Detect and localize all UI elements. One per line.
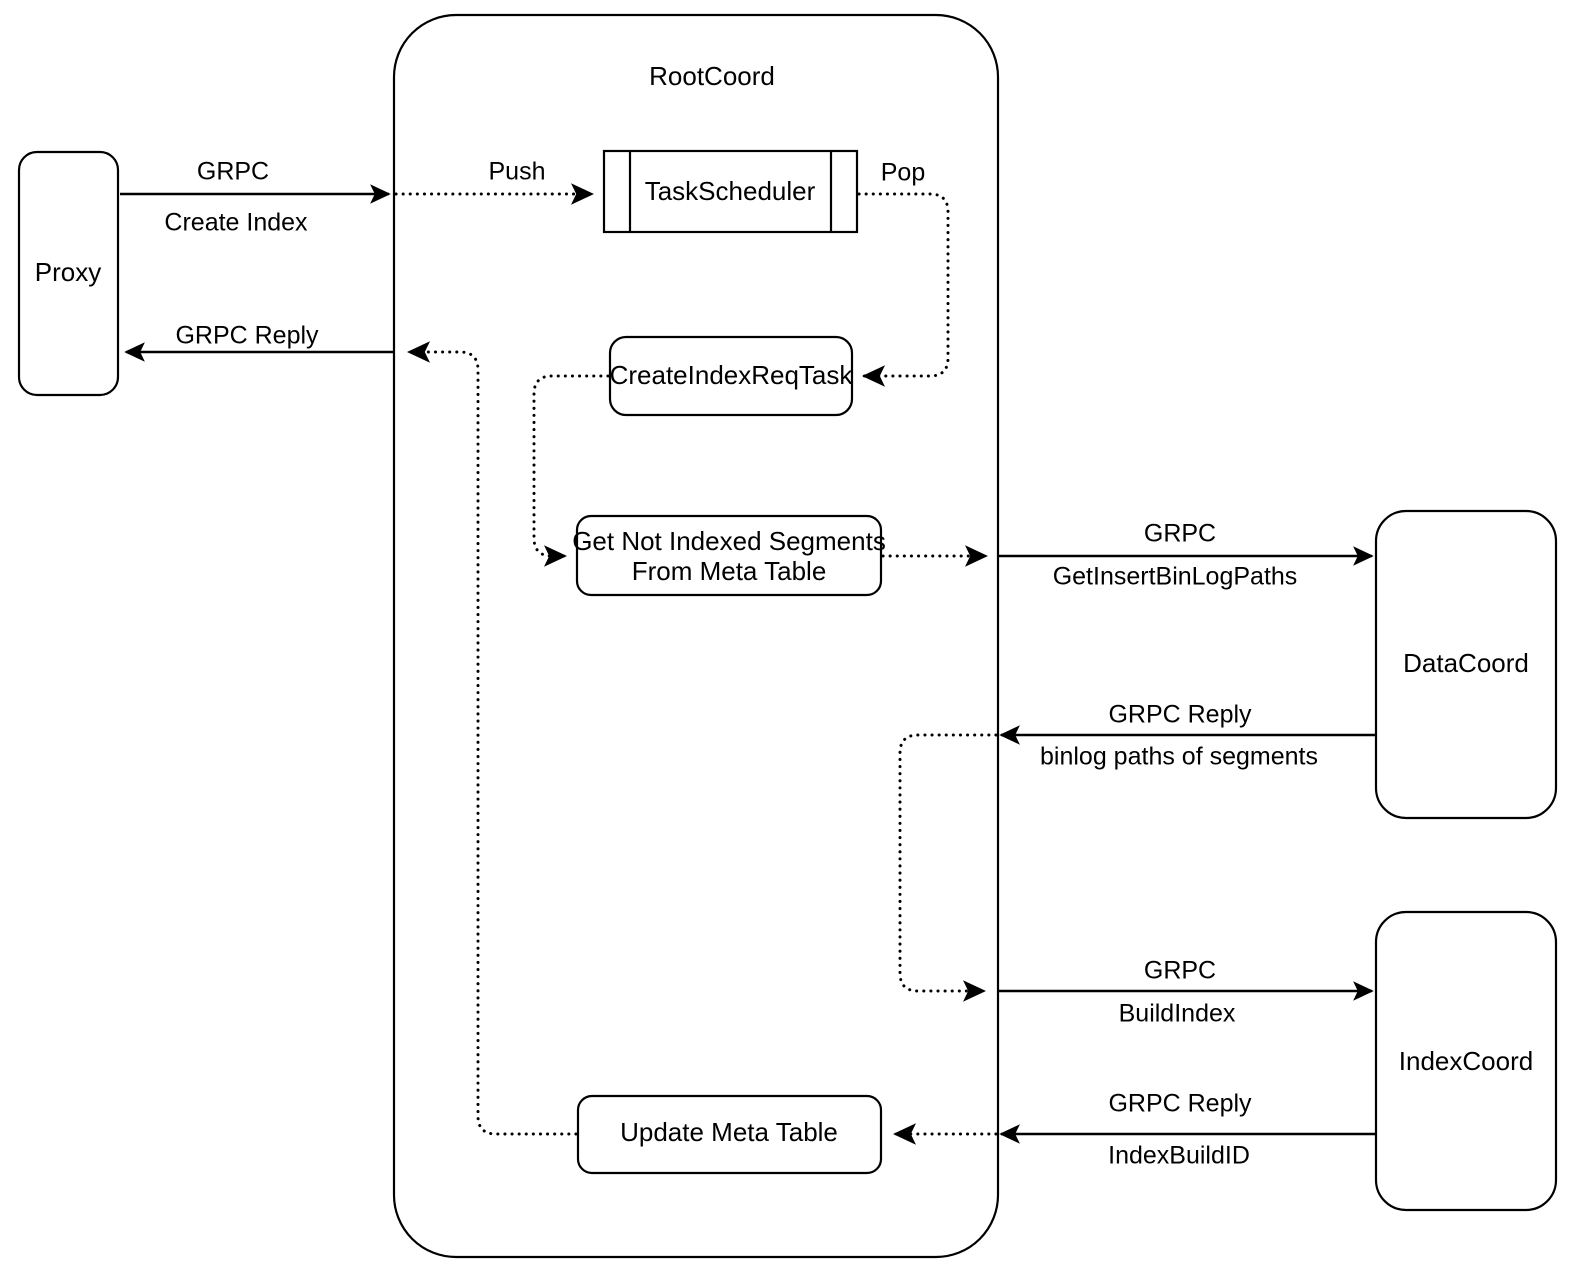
edge-binlog-reply-to-buildindex	[898, 733, 998, 1002]
edge-rootcoord-to-datacoord-label-line2: GetInsertBinLogPaths	[1053, 563, 1298, 591]
node-data-coord-box[interactable]	[1374, 509, 1558, 820]
node-create-index-req-task-label: CreateIndexReqTask	[610, 360, 854, 390]
edge-push-label: Push	[489, 158, 546, 186]
node-update-meta-table-label: Update Meta Table	[620, 1117, 838, 1147]
edge-rootcoord-to-datacoord-label-line1: GRPC	[1144, 520, 1216, 548]
node-get-not-indexed-segments-label-line2: From Meta Table	[632, 556, 827, 586]
node-index-coord-label: IndexCoord	[1399, 1046, 1533, 1076]
node-data-coord-label: DataCoord	[1403, 648, 1529, 678]
edge-indexcoord-to-rootcoord-label-line2: IndexBuildID	[1108, 1142, 1250, 1170]
edge-rootcoord-to-proxy-label: GRPC Reply	[175, 322, 319, 350]
edge-rootcoord-to-indexcoord-label-line2: BuildIndex	[1119, 1000, 1236, 1028]
edge-update-meta-table-to-grpc-reply	[407, 341, 578, 1136]
rootcoord-container-label: RootCoord	[649, 61, 775, 91]
edge-create-index-req-task-to-get-segments	[532, 374, 610, 567]
edge-indexcoord-to-rootcoord-label-line1: GRPC Reply	[1108, 1090, 1252, 1118]
edge-proxy-to-rootcoord-label-line2: Create Index	[164, 209, 308, 237]
edge-datacoord-to-rootcoord-label-line2: binlog paths of segments	[1040, 743, 1318, 771]
node-task-scheduler-label: TaskScheduler	[645, 176, 816, 206]
node-create-index-req-task-box[interactable]	[608, 335, 854, 417]
edge-proxy-to-rootcoord-label-line1: GRPC	[197, 158, 269, 186]
edge-pop-to-create-index-req-task	[857, 192, 950, 387]
edge-rootcoord-to-indexcoord-label-line1: GRPC	[1144, 957, 1216, 985]
edge-pop-label: Pop	[881, 159, 925, 187]
node-get-not-indexed-segments-label-line1: Get Not Indexed Segments	[572, 526, 886, 556]
node-update-meta-table-box[interactable]	[576, 1094, 883, 1175]
rootcoord-container	[392, 13, 1000, 1259]
node-proxy-label: Proxy	[35, 257, 101, 287]
node-get-not-indexed-segments-box[interactable]	[575, 514, 883, 597]
node-index-coord-box[interactable]	[1374, 910, 1558, 1212]
edge-datacoord-to-rootcoord-label-line1: GRPC Reply	[1108, 701, 1252, 729]
node-proxy-box[interactable]	[17, 150, 120, 397]
node-task-scheduler-box[interactable]	[602, 149, 859, 234]
